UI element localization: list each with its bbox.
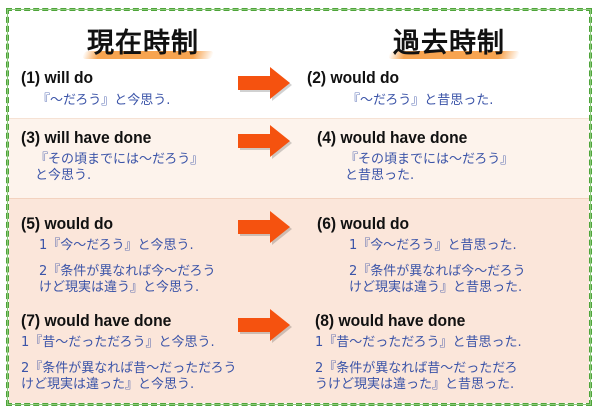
right-arrow-icon <box>238 125 292 159</box>
right-arrow-icon <box>238 211 292 245</box>
row4-past-desc-3: うけど現実は違った』と昔思った. <box>315 377 515 392</box>
heading-present: 現在時制 <box>81 21 215 60</box>
row2-present-desc-2: と今思う. <box>35 168 92 183</box>
row3-present-desc-1: 1『今～だろう』と今思う. <box>39 238 194 253</box>
row2-past-title: (4) would have done <box>317 128 468 147</box>
row4-past-desc-1: 1『昔～だっただろう』と昔思った. <box>315 335 522 350</box>
row2-past-desc-2: と昔思った. <box>345 168 415 183</box>
row4-present-title: (7) would have done <box>21 311 172 330</box>
row3-past-desc-1: 1『今～だろう』と昔思った. <box>349 238 517 253</box>
row1-present-title: (1) will do <box>21 68 94 87</box>
row1-present-desc-1: 『～だろう』と今思う. <box>37 93 171 108</box>
row3-past-desc-2: 2『条件が異なれば今～だろう <box>349 264 526 279</box>
row1-past-title: (2) would do <box>307 68 400 87</box>
right-arrow-icon <box>238 67 292 101</box>
row3-present-desc-3: けど現実は違う』と今思う. <box>39 280 200 295</box>
row2-present-title: (3) will have done <box>21 128 152 147</box>
heading-present-wrap: 現在時制 <box>81 21 215 60</box>
diagram-frame: 現在時制 過去時制 (1) will do 『～だろう』と今思う. (2) wo… <box>6 8 592 406</box>
row4-present-desc-3: けど現実は違った』と今思う. <box>21 377 195 392</box>
heading-past: 過去時制 <box>387 21 521 60</box>
row2-present-desc-1: 『その頃までには～だろう』 <box>35 152 204 167</box>
row3-past-title: (6) would do <box>317 214 410 233</box>
row2-past-desc-1: 『その頃までには～だろう』 <box>345 152 514 167</box>
row1-past-desc-1: 『～だろう』と昔思った. <box>347 93 494 108</box>
row4-present-desc-2: 2『条件が異なれば昔～だっただろう <box>21 361 237 376</box>
row4-present-desc-1: 1『昔～だっただろう』と今思う. <box>21 335 215 350</box>
row4-past-title: (8) would have done <box>315 311 466 330</box>
right-arrow-icon <box>238 309 292 343</box>
heading-past-wrap: 過去時制 <box>387 21 521 60</box>
band-row-2 <box>9 118 589 199</box>
band-rows-3-4 <box>9 198 589 403</box>
row3-past-desc-3: けど現実は違う』と昔思った. <box>349 280 523 295</box>
band-row-1 <box>9 11 589 118</box>
row3-present-title: (5) would do <box>21 214 114 233</box>
row4-past-desc-2: 2『条件が異なれば昔～だっただろ <box>315 361 518 376</box>
row3-present-desc-2: 2『条件が異なれば今～だろう <box>39 264 216 279</box>
